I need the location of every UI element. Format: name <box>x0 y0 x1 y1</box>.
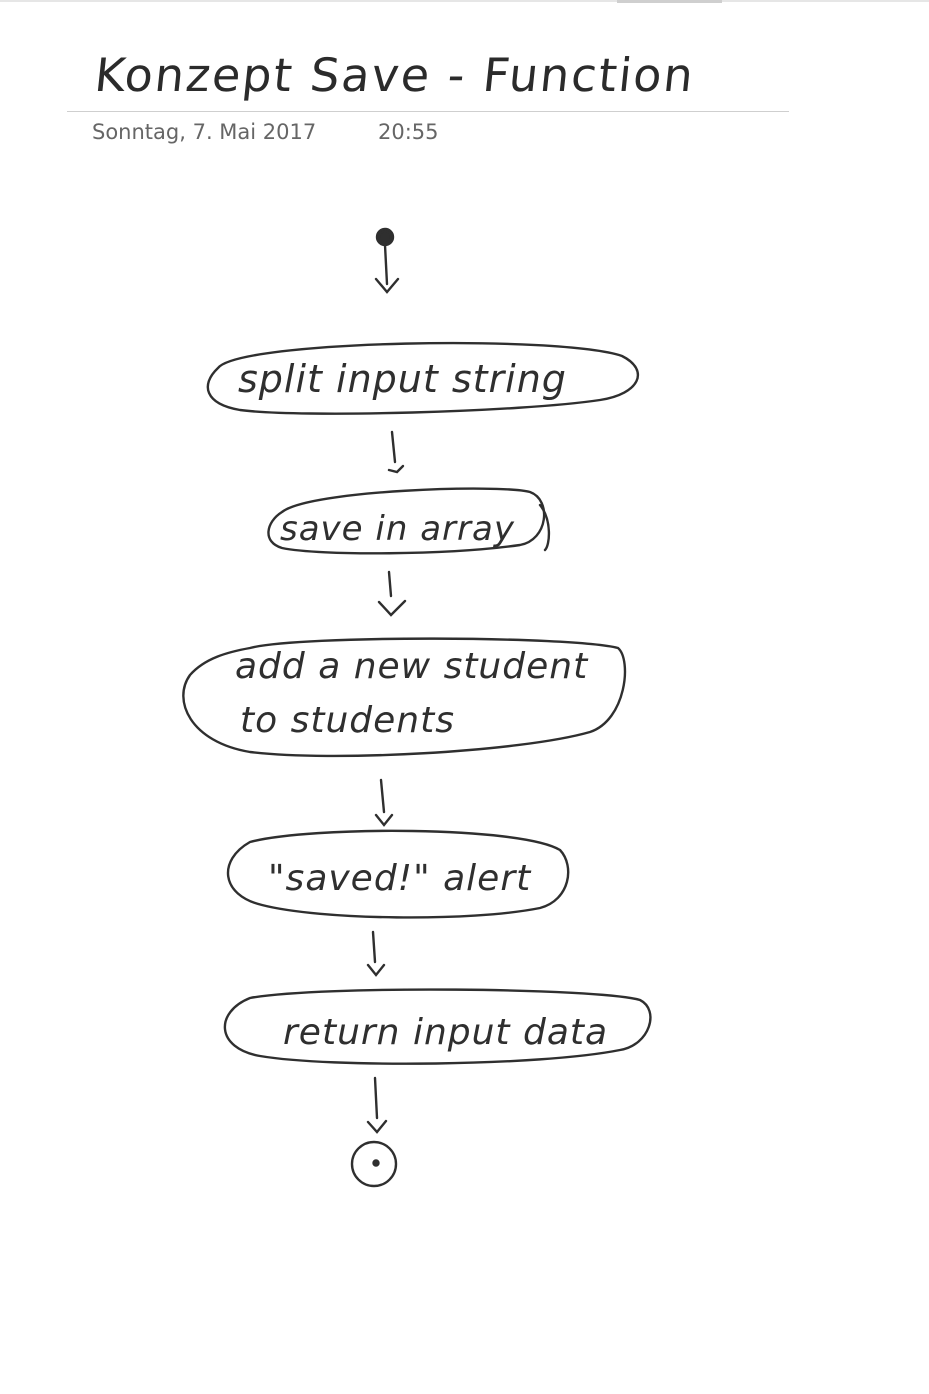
node-add-label-line2: to students <box>240 700 455 741</box>
arrow-add-to-alert <box>374 778 394 827</box>
arrow-save-to-add <box>377 570 407 617</box>
page-time: 20:55 <box>378 120 439 144</box>
node-save-label: save in array <box>280 509 515 549</box>
top-border <box>0 0 929 2</box>
page-tab-indicator <box>617 0 722 3</box>
node-alert-label: "saved!" alert <box>268 858 532 899</box>
end-node <box>350 1140 398 1188</box>
node-add-shape <box>182 637 627 758</box>
arrow-split-to-save <box>387 430 405 474</box>
node-save-stroke-extra <box>538 503 551 552</box>
node-return-shape <box>223 988 652 1065</box>
node-alert-shape <box>226 829 570 919</box>
page-date: Sonntag, 7. Mai 2017 <box>92 120 317 144</box>
node-return-label: return input data <box>283 1012 608 1053</box>
arrow-start-to-split <box>374 243 400 294</box>
start-node <box>375 227 395 247</box>
node-split-shape <box>206 341 640 415</box>
node-split-label: split input string <box>238 357 567 401</box>
title-underline <box>67 111 789 112</box>
node-save-shape <box>267 487 546 555</box>
arrow-return-to-end <box>366 1076 388 1134</box>
node-add-label-line1: add a new student <box>235 646 589 687</box>
arrow-alert-to-return <box>366 930 386 977</box>
